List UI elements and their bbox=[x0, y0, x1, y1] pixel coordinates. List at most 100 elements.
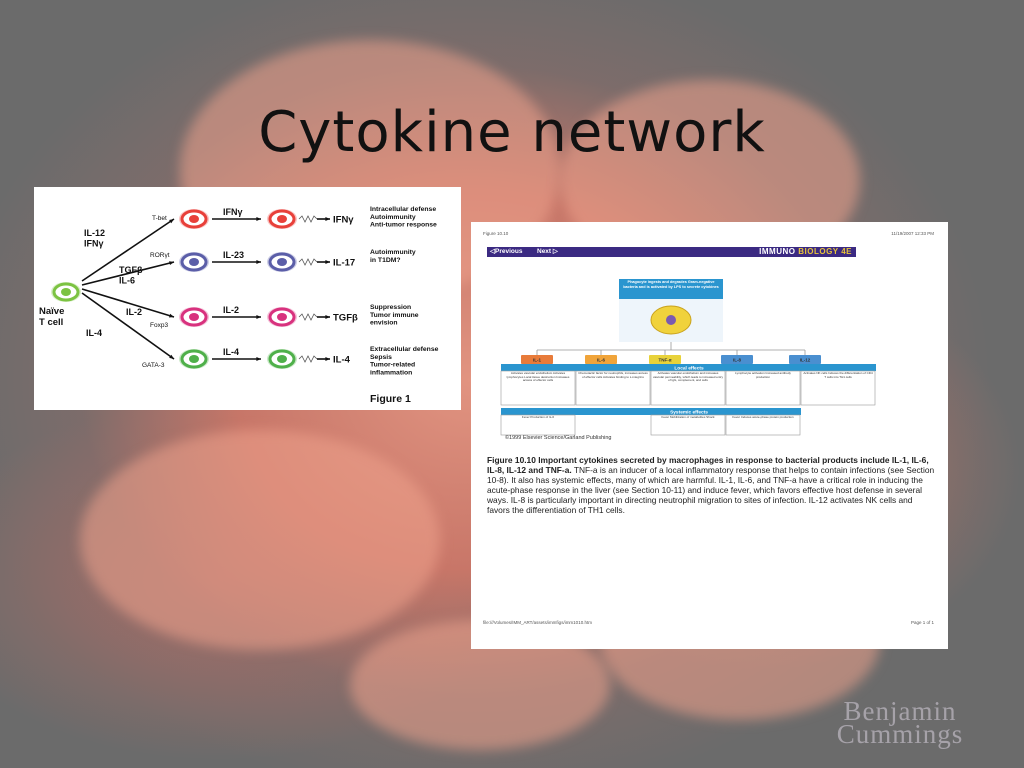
cytokine-label: IL-12 bbox=[800, 358, 811, 363]
effector-cell bbox=[179, 252, 209, 272]
caption-bold: Figure 10.10 Important cytokines secrete… bbox=[487, 455, 929, 475]
page-footer-number: Page 1 of 1 bbox=[910, 620, 934, 625]
secretion-squiggle bbox=[298, 313, 318, 321]
secretion-arrow bbox=[317, 260, 330, 264]
local-effect-text-wrap: Activates NK cells Induces the different… bbox=[803, 372, 873, 379]
branch-arrow bbox=[81, 261, 175, 286]
book-nav-bar: ◁Previous Next ▷ IMMUNO BIOLOGY 4E bbox=[487, 247, 856, 257]
mid-arrow bbox=[212, 217, 261, 221]
cytokine-label: TNF-α bbox=[658, 358, 671, 363]
amplified-cell bbox=[267, 349, 297, 369]
local-effects-label: Local effects bbox=[674, 366, 704, 372]
cell-nucleus bbox=[189, 355, 199, 363]
watermark-line2: Cummings bbox=[836, 719, 964, 749]
amplified-cell bbox=[267, 252, 297, 272]
figure-caption: Figure 10.10 Important cytokines secrete… bbox=[487, 455, 937, 515]
branch-signal-label: IL-2 bbox=[126, 307, 142, 317]
mid-cytokine-label: IL-2 bbox=[223, 305, 239, 315]
copyright-note: ©1999 Elsevier Science/Garland Publishin… bbox=[505, 435, 612, 441]
local-effect-text-wrap: Chemotactic factor for neutrophils, incr… bbox=[578, 372, 648, 379]
previous-link[interactable]: ◁Previous bbox=[490, 248, 523, 255]
systemic-effect-text: Fever Induces acute-phase protein produc… bbox=[732, 416, 794, 419]
local-effect-text: Chemotactic factor for neutrophils, incr… bbox=[578, 372, 648, 379]
branch-arrow bbox=[81, 218, 175, 282]
secretion-squiggle bbox=[298, 355, 318, 363]
systemic-effect-text-wrap: Fever Induces acute-phase protein produc… bbox=[732, 416, 794, 419]
secretion-arrow bbox=[317, 217, 330, 221]
page-footer-url: file:///Volumes/IMM_ART/assets/immfigs/i… bbox=[483, 620, 592, 625]
bg-blob bbox=[80, 430, 440, 650]
page-header-left: Figure 10.10 bbox=[483, 231, 509, 236]
arrow-head bbox=[169, 261, 174, 266]
arrow-head bbox=[169, 219, 174, 224]
systemic-effect-text-wrap: Fever Mobilization of metabolites Shock bbox=[661, 416, 715, 419]
next-link[interactable]: Next ▷ bbox=[537, 248, 558, 255]
effector-cell bbox=[179, 209, 209, 229]
phagocyte-label-box bbox=[619, 279, 723, 299]
local-effect-text: Activates NK cells Induces the different… bbox=[803, 372, 873, 379]
mid-arrow bbox=[212, 315, 261, 319]
cell-nucleus bbox=[189, 215, 199, 223]
arrow-head bbox=[169, 354, 174, 359]
cytokine-label: IL-6 bbox=[597, 358, 605, 363]
immunobiology-logo: IMMUNO BIOLOGY 4E bbox=[759, 247, 852, 257]
local-effect-cell bbox=[800, 370, 876, 406]
secreted-cytokine-label: IL-17 bbox=[333, 258, 355, 269]
branch-arrow bbox=[81, 292, 175, 360]
transcription-factor-label: GATA-3 bbox=[142, 362, 165, 369]
brand-accent: BIOLOGY 4E bbox=[798, 247, 852, 256]
arrow-head bbox=[256, 260, 261, 264]
secretion-arrow bbox=[317, 357, 330, 361]
secretion-squiggle bbox=[298, 258, 318, 266]
local-effect-cell bbox=[725, 370, 801, 406]
local-effects-bar bbox=[501, 364, 876, 371]
transcription-factor-label: Foxp3 bbox=[150, 322, 168, 329]
watermark-line1: Benjamin bbox=[843, 696, 957, 726]
systemic-effect-text: Fever Mobilization of metabolites Shock bbox=[661, 416, 715, 419]
cytokine-box bbox=[789, 355, 821, 364]
cell-nucleus bbox=[189, 313, 199, 321]
arrow-head bbox=[169, 313, 174, 318]
figure-2-textbook-page: Figure 10.10 11/19/2007 12:33 PM ◁Previo… bbox=[471, 222, 948, 649]
branch-arrow bbox=[81, 288, 175, 318]
systemic-effect-cell bbox=[500, 414, 576, 436]
cell-nucleus bbox=[277, 313, 287, 321]
amplified-cell bbox=[267, 209, 297, 229]
cytokine-box bbox=[649, 355, 681, 364]
arrow-head bbox=[256, 357, 261, 361]
systemic-effect-cell bbox=[725, 414, 801, 436]
phagocyte-label-text: Phagocyte ingests and degrades Gram-nega… bbox=[623, 280, 719, 289]
cytokine-label: IL-1 bbox=[533, 358, 541, 363]
secreted-cytokine-label: IL-4 bbox=[333, 355, 351, 366]
cell-nucleus bbox=[277, 258, 287, 266]
arrow-head bbox=[325, 315, 330, 319]
caption-text: TNF-a is an inducer of a local inflammat… bbox=[487, 465, 935, 515]
arrow-head bbox=[256, 217, 261, 221]
mid-cytokine-label: IFNγ bbox=[223, 207, 243, 217]
effector-cell bbox=[179, 307, 209, 327]
arrow-head bbox=[325, 260, 330, 264]
arrow-shaft bbox=[81, 288, 175, 318]
transcription-factor-label: T-bet bbox=[152, 215, 167, 222]
transcription-factor-label: RORγt bbox=[150, 252, 170, 259]
cell-nucleus bbox=[277, 355, 287, 363]
arrow-head bbox=[325, 357, 330, 361]
systemic-effects-bar bbox=[501, 408, 801, 415]
effector-cell bbox=[179, 349, 209, 369]
slide-title: Cytokine network bbox=[258, 100, 766, 165]
local-effect-text-wrap: Lymphocyte activation Increased antibody… bbox=[735, 372, 791, 378]
systemic-effect-cell bbox=[650, 414, 726, 436]
arrow-shaft bbox=[81, 218, 175, 282]
secreted-cytokine-label: IFNγ bbox=[333, 215, 354, 226]
mid-arrow bbox=[212, 357, 261, 361]
systemic-effect-text: Fever Production of IL-6 bbox=[521, 416, 555, 419]
brand-main: IMMUNO bbox=[759, 247, 796, 256]
